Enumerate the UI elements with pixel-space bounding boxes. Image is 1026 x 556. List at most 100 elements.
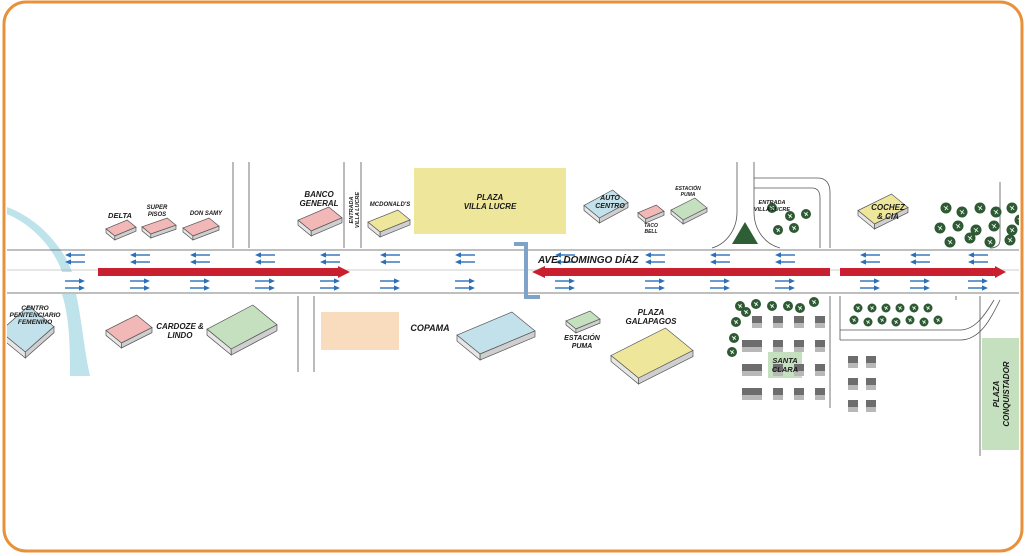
lane-arrow-head [874,285,880,291]
label-delta: DELTA [108,211,132,220]
tree-mark [855,305,861,311]
buildings [0,189,909,385]
parking-car-top [773,323,783,328]
trees [727,202,1019,357]
label-centro-pen-3: FEMENINO [18,319,52,326]
label-copama: COPAMA [410,323,449,333]
building-centro-penitenciario[interactable] [0,305,55,359]
building-plaza-galapagos-front [638,349,694,385]
tree-mark [733,319,739,325]
labels: AVE. DOMINGO DÍAZ DELTA SUPER PISOS DON … [10,185,1011,427]
building-taco-bell[interactable] [637,204,665,224]
building-banco-general[interactable] [297,206,343,237]
parking-car-top [794,347,804,352]
lane-arrow-head [204,278,210,284]
building-mcdonalds-front [379,219,411,238]
parking-car [773,340,783,347]
label-estacion-puma-top-1: ESTACIÓN [675,185,701,192]
lane-arrow-head [569,285,575,291]
building-banco-general-front [310,217,343,237]
lane-arrow-head [130,252,136,258]
lane-arrow-head [724,278,730,284]
parking-car [752,364,762,371]
lane-arrow-head [775,252,781,258]
lane-arrow-head [968,259,974,265]
label-centro-pen-2: PENITENCIARIO [10,312,61,319]
parking-car-top [794,395,804,400]
tree-mark [991,223,997,229]
building-taco-bell-front [645,210,665,224]
building-super-pisos-front [150,224,177,239]
parking-lots [742,316,876,412]
building-cochez[interactable] [857,193,909,230]
building-estacion-puma-top[interactable] [670,197,708,225]
label-super-pisos-2: PISOS [148,212,166,218]
building-copama[interactable] [456,311,536,361]
parking-car-top [815,347,825,352]
parking-car [752,340,762,347]
plaza-villa-lucre-block[interactable] [414,168,566,234]
building-cardoze-large[interactable] [206,304,278,356]
building-mcdonalds[interactable] [367,209,411,238]
label-super-pisos-1: SUPER [147,205,168,211]
lane-arrow-head [968,252,974,258]
building-centro-penitenciario-front [24,325,55,359]
lane-arrow-head [320,259,326,265]
lane-arrow-head [190,259,196,265]
parking-car [794,340,804,347]
parking-car [848,356,858,363]
parking-car [815,364,825,371]
parking-car-top [848,407,858,412]
lane-arrow-head [79,278,85,284]
parking-car [742,388,752,395]
tree-mark [1009,205,1015,211]
label-cochez-1: COCHEZ [871,203,906,212]
lane-arrow-head [380,252,386,258]
tree-mark [977,205,983,211]
label-entrance-right-2: VILLA LUCRE [754,207,790,213]
lane-arrow-head [910,252,916,258]
parking-car [742,340,752,347]
tree-mark [731,335,737,341]
tree-mark [865,319,871,325]
plaza-conquistador-block[interactable] [982,338,1026,450]
building-delta-front [114,226,137,241]
building-don-samy[interactable] [182,217,220,241]
river [7,205,72,272]
building-super-pisos[interactable] [141,217,177,239]
label-auto-centro-1: AUTO [599,195,620,202]
parking-car [866,400,876,407]
parking-car-top [773,371,783,376]
road-median [98,266,1006,278]
lane-arrow-head [130,259,136,265]
label-auto-centro-2: CENTRO [595,203,625,210]
building-cardoze-lindo[interactable] [105,314,153,349]
lane-arrow-head [269,285,275,291]
lane-arrow-head [775,259,781,265]
building-auto-centro[interactable] [583,189,629,224]
tree-mark [943,205,949,211]
building-estacion-puma-bottom[interactable] [565,310,601,334]
lane-arrow-head [394,285,400,291]
tree-mark [987,239,993,245]
tree-mark [743,309,749,315]
building-plaza-galapagos[interactable] [610,327,694,385]
label-cardoze-1: CARDOZE & [156,322,204,331]
parking-car [866,378,876,385]
building-delta[interactable] [105,219,137,241]
lane-arrow-head [555,259,561,265]
label-cardoze-2: LINDO [168,331,194,340]
river-south [62,294,90,376]
tree-mark [769,303,775,309]
bracket-marker [514,242,540,299]
street-name: AVE. DOMINGO DÍAZ [537,253,639,266]
lane-arrow-head [789,285,795,291]
lane-arrow-head [455,259,461,265]
building-don-samy-front [192,225,220,241]
lane-arrow-head [860,259,866,265]
tree-mark [947,239,953,245]
lane-arrow-head [659,285,665,291]
lane-arrow-head [394,278,400,284]
roundabout-triangle [732,222,758,244]
